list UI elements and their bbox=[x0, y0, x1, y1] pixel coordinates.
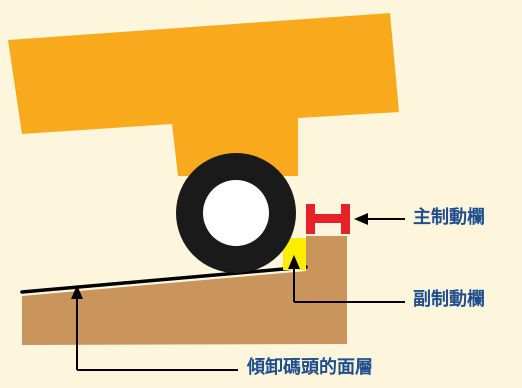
wheel bbox=[176, 153, 296, 273]
main-barrier bbox=[306, 204, 350, 234]
wheel-hub bbox=[203, 180, 269, 246]
truck-body bbox=[8, 13, 399, 176]
tilted-surface-label: 傾卸碼頭的面層 bbox=[247, 357, 373, 378]
callout-aux-barrier bbox=[288, 255, 405, 303]
dock-block bbox=[22, 236, 347, 345]
aux-barrier bbox=[283, 238, 306, 270]
main-barrier-label: 主制動欄 bbox=[413, 207, 485, 228]
tilted-surface-line bbox=[20, 265, 308, 294]
aux-barrier-label: 副制動欄 bbox=[413, 289, 485, 310]
callout-tilted-surface bbox=[71, 285, 238, 371]
callout-main-barrier bbox=[354, 213, 405, 225]
